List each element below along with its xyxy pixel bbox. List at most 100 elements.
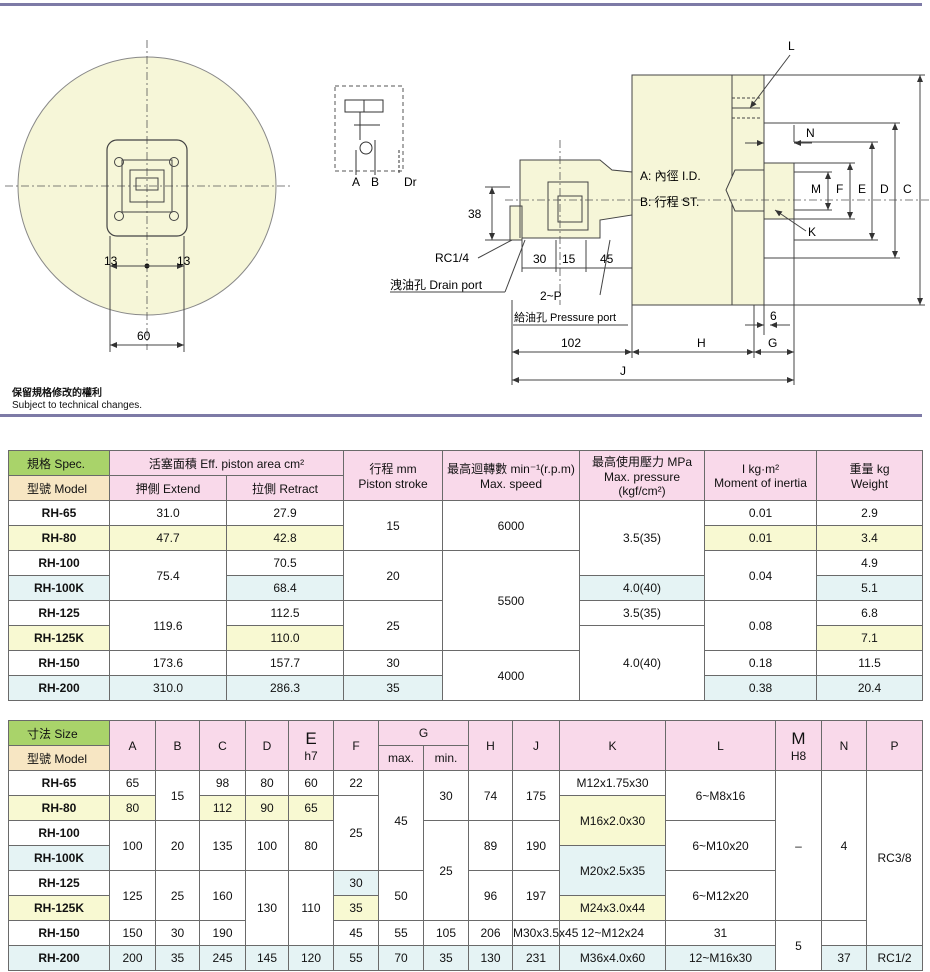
- a-cell: 65: [109, 770, 156, 796]
- l-cell: 12~M16x30: [665, 945, 776, 971]
- dim-102: 102: [561, 336, 581, 350]
- f-cell: 25: [333, 795, 379, 871]
- model-cell: RH-125: [8, 870, 110, 896]
- retract-cell: 27.9: [225, 500, 345, 526]
- a-cell: 200: [109, 945, 156, 971]
- label-pressure: 給油孔 Pressure port: [514, 310, 616, 324]
- side-view: A: 內徑 I.D. B: 行程 ST. C D E F M N L K: [390, 39, 930, 385]
- valve-symbol: A B Dr: [334, 85, 417, 189]
- note-en: Subject to technical changes.: [12, 400, 143, 411]
- extend-header: 押側 Extend: [109, 475, 227, 501]
- e-cell: 80: [288, 820, 334, 871]
- dim-15: 15: [562, 252, 576, 266]
- col-d: D: [245, 720, 289, 771]
- dim-l: L: [788, 39, 795, 53]
- dim-m: M: [811, 182, 821, 196]
- m-cell: 37: [821, 945, 867, 971]
- pressure-cell: 3.5(35): [579, 500, 706, 576]
- k-cell: M20x2.5x35: [559, 845, 666, 896]
- note-zh: 保留規格修改的權利: [12, 388, 102, 399]
- weight-cell: 2.9: [816, 500, 924, 526]
- c-cell: 245: [199, 945, 246, 971]
- model-cell: RH-80: [8, 525, 110, 551]
- l-cell: 6~M12x20: [665, 870, 776, 921]
- k-cell: M12x1.75x30: [559, 770, 666, 796]
- spec-label: 規格 Spec.: [8, 450, 110, 476]
- d-cell: 90: [245, 795, 289, 821]
- inertia-cell: 0.01: [704, 525, 818, 551]
- area-header: 活塞面積 Eff. piston area cm²: [108, 450, 345, 476]
- j-cell: 206: [468, 920, 513, 946]
- model-label: 型號 Model: [8, 475, 110, 501]
- weight-cell: 5.1: [816, 575, 924, 601]
- f-cell: 30: [333, 870, 379, 896]
- e-cell: 110: [288, 870, 334, 946]
- col-j: J: [512, 720, 560, 771]
- col-f: F: [333, 720, 379, 771]
- model-cell: RH-200: [8, 945, 110, 971]
- j-cell: 190: [512, 820, 560, 871]
- h-cell: 105: [423, 920, 469, 946]
- dim-6: 6: [770, 309, 777, 323]
- c-cell: 135: [199, 820, 246, 871]
- dim-38: 38: [468, 207, 482, 221]
- j-cell: 197: [512, 870, 560, 921]
- f-cell: 45: [333, 920, 379, 946]
- model-cell: RH-100K: [8, 575, 110, 601]
- speed-cell: 6000: [442, 500, 581, 551]
- model-cell: RH-200: [8, 675, 110, 701]
- label-2p: 2~P: [540, 289, 562, 303]
- j-cell: 175: [512, 770, 560, 821]
- f-cell: 22: [333, 770, 379, 796]
- k-cell: M30x3.5x45: [512, 920, 578, 946]
- model-label: 型號 Model: [8, 745, 110, 771]
- valve-a: A: [352, 175, 360, 189]
- label-id: A: 內徑 I.D.: [640, 169, 701, 183]
- retract-cell: 286.3: [225, 675, 345, 701]
- dim-f: F: [836, 182, 843, 196]
- e-cell: 65: [288, 795, 334, 821]
- valve-b: B: [371, 175, 379, 189]
- pressure-cell: 4.0(40): [579, 625, 706, 701]
- front-view: 13 13 60: [5, 40, 290, 352]
- weight-cell: 3.4: [816, 525, 924, 551]
- model-cell: RH-100K: [8, 845, 110, 871]
- m-cell: –: [775, 770, 822, 921]
- a-cell: 80: [109, 795, 156, 821]
- stroke-cell: 30: [343, 650, 444, 676]
- f-cell: 55: [333, 945, 379, 971]
- stroke-cell: 15: [343, 500, 444, 551]
- gmax-cell: 45: [378, 770, 424, 871]
- dim-e: E: [858, 182, 866, 196]
- col-l: L: [665, 720, 776, 771]
- n-cell: 4: [821, 770, 867, 921]
- c-cell: 160: [199, 870, 246, 921]
- retract-cell: 68.4: [225, 575, 345, 601]
- inertia-cell: 0.08: [704, 600, 818, 651]
- m-cell: 31: [665, 920, 776, 946]
- f-cell: 35: [333, 895, 379, 921]
- weight-cell: 4.9: [816, 550, 924, 576]
- inertia-cell: 0.38: [704, 675, 818, 701]
- retract-cell: 110.0: [225, 625, 345, 651]
- dim-j: J: [620, 364, 626, 378]
- extend-cell: 119.6: [109, 600, 227, 651]
- weight-cell: 7.1: [816, 625, 924, 651]
- k-cell: M24x3.0x44: [559, 895, 666, 921]
- h-cell: 130: [468, 945, 513, 971]
- a-cell: 150: [109, 920, 156, 946]
- p-cell: RC1/2: [866, 945, 923, 971]
- model-cell: RH-125: [8, 600, 110, 626]
- col-g-max: max.: [378, 745, 424, 771]
- gmin-cell: 30: [423, 770, 469, 821]
- gmax-cell: 50: [378, 870, 424, 921]
- p-cell: RC3/8: [866, 770, 923, 946]
- col-g-min: min.: [423, 745, 469, 771]
- size-label: 寸法 Size: [8, 720, 110, 746]
- weight-cell: 20.4: [816, 675, 924, 701]
- weight-cell: 11.5: [816, 650, 924, 676]
